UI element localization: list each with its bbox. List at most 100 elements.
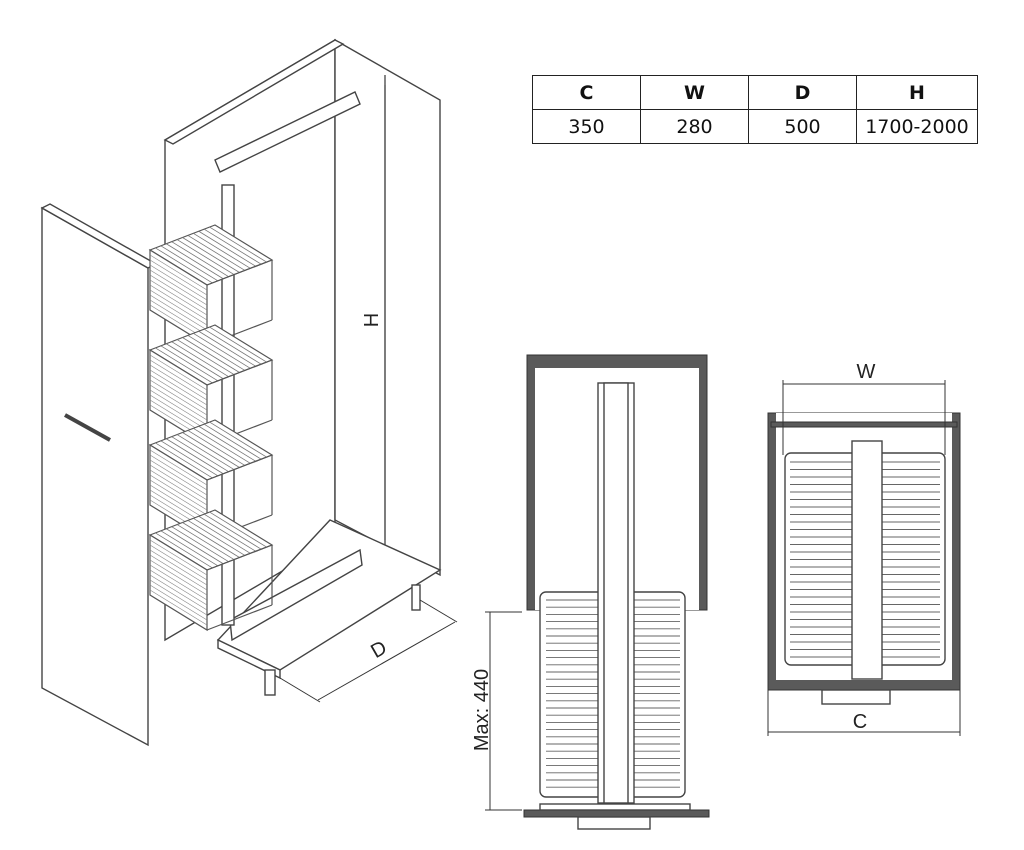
basket-wire	[193, 232, 251, 269]
basket-wire	[176, 239, 235, 275]
basket-wire	[149, 369, 208, 406]
cabinet-top-edge	[163, 39, 345, 145]
basket-wire	[149, 279, 208, 316]
basket-wire	[149, 354, 208, 391]
basket-wire	[171, 526, 229, 563]
basket-wire	[182, 237, 240, 273]
basket-wire	[149, 539, 208, 576]
basket-wire	[149, 269, 208, 306]
basket-wire	[187, 335, 246, 371]
basket-wire	[187, 520, 246, 556]
basket-wire	[149, 359, 208, 396]
base-plate	[523, 809, 710, 818]
basket-wire	[198, 230, 256, 267]
basket-wire	[149, 389, 208, 426]
header-c: C	[532, 75, 641, 110]
basket-wire	[149, 469, 208, 506]
dimensions-table: C W D H 350 280 500 1700-2000	[532, 75, 978, 144]
vertical-column	[221, 184, 235, 626]
basket-wire	[176, 434, 235, 470]
depth-extension-line	[419, 599, 458, 623]
basket-wire	[155, 247, 213, 284]
basket-wire	[193, 517, 251, 554]
cabinet-side-panel	[334, 38, 441, 577]
basket-wire	[166, 438, 224, 475]
basket-wire	[149, 289, 208, 326]
basket-wire	[160, 440, 219, 477]
basket-wire	[149, 374, 208, 411]
basket-wire	[149, 299, 208, 336]
table-header-row: C W D H	[532, 75, 978, 110]
basket-wire	[176, 524, 235, 560]
basket-wire	[149, 364, 208, 401]
basket-wire	[171, 436, 229, 473]
basket-wire	[209, 326, 267, 363]
door-handle	[64, 413, 111, 442]
basket-wire	[149, 544, 208, 581]
basket-wire	[149, 584, 208, 621]
basket-wire	[182, 337, 240, 373]
basket-wire	[155, 532, 213, 569]
basket-wire	[149, 484, 208, 521]
value-h: 1700-2000	[856, 109, 978, 144]
basket-wire	[209, 421, 267, 458]
basket-wire	[209, 226, 267, 263]
base-rail	[539, 803, 691, 811]
depth-label: D	[367, 637, 391, 663]
basket-wire	[149, 264, 208, 301]
depth-extension-line	[279, 677, 321, 703]
foot-bracket	[821, 689, 891, 705]
basket-wire	[149, 254, 208, 291]
basket-wire	[166, 343, 224, 380]
basket-wire	[171, 241, 229, 278]
max-extension-label: Max: 440	[471, 669, 493, 751]
basket-wire	[149, 549, 208, 586]
basket-wire	[149, 464, 208, 501]
basket	[148, 324, 274, 447]
wire-baskets	[148, 224, 274, 632]
top-view-closed: W C	[767, 361, 961, 736]
basket-edge	[206, 604, 273, 631]
basket-wire	[182, 522, 240, 558]
basket-wire	[149, 394, 208, 431]
header-h: H	[856, 75, 978, 110]
basket-wire	[149, 274, 208, 311]
basket-wire	[149, 579, 208, 616]
width-label: W	[857, 361, 876, 383]
value-d: 500	[748, 109, 857, 144]
depth-dimension-line	[317, 621, 456, 701]
column	[851, 440, 883, 680]
basket-wire	[149, 474, 208, 511]
cabinet-foot	[264, 669, 276, 696]
basket-wire	[149, 569, 208, 606]
basket-wire	[176, 339, 235, 375]
top-rail	[214, 91, 361, 173]
basket-wire	[187, 235, 246, 271]
basket-wire	[160, 530, 219, 567]
basket-wire	[149, 589, 208, 626]
basket-wire	[193, 332, 251, 369]
basket-wire	[155, 442, 213, 479]
basket-wire	[149, 559, 208, 596]
basket	[148, 419, 274, 542]
basket-wire	[160, 345, 219, 382]
isometric-cabinet: H D	[40, 38, 458, 747]
basket-wire	[203, 328, 262, 365]
basket-wire	[171, 341, 229, 378]
front-rail	[770, 421, 958, 428]
basket-wire	[149, 479, 208, 516]
basket-wire	[193, 427, 251, 464]
basket-wire	[149, 554, 208, 591]
basket-wire	[203, 423, 262, 460]
basket	[148, 509, 274, 632]
basket-wire	[198, 330, 256, 367]
bottom-rail	[229, 548, 363, 642]
basket-wire	[187, 430, 246, 466]
basket-edge	[206, 544, 273, 571]
basket-wire	[149, 449, 208, 486]
basket-wire	[166, 243, 224, 280]
basket-wire	[166, 528, 224, 565]
basket-wire	[203, 513, 262, 550]
basket-wire	[198, 425, 256, 462]
basket-edge	[206, 259, 273, 286]
